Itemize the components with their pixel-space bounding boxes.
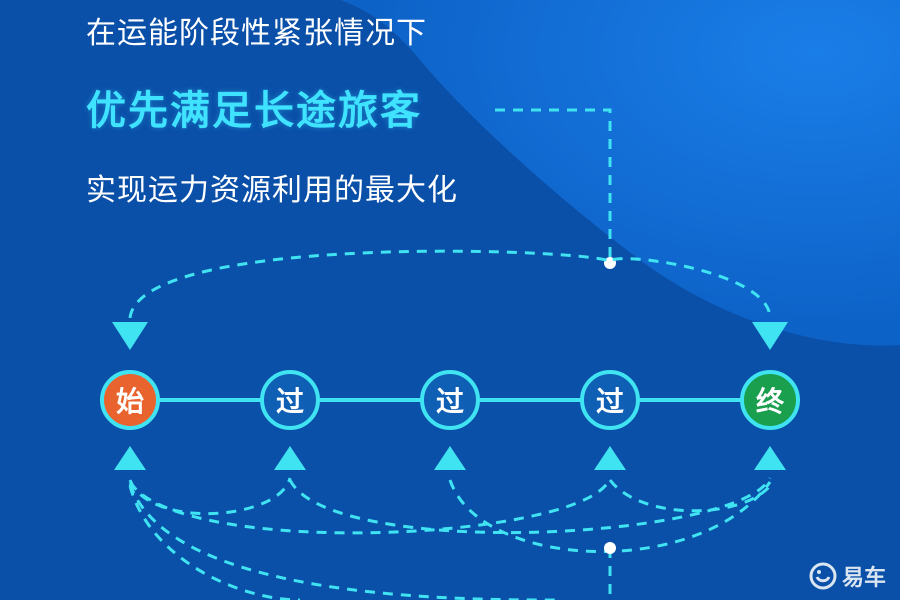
arrow-up-start xyxy=(114,446,146,470)
arrow-up-end xyxy=(754,446,786,470)
station-via-3-label: 过 xyxy=(595,385,624,418)
arrow-down-start xyxy=(112,322,148,350)
station-start-label: 始 xyxy=(115,385,144,418)
station-via-1-label: 过 xyxy=(275,385,304,418)
long-trip-arc xyxy=(128,249,772,319)
watermark-text: 易车 xyxy=(841,566,886,591)
station-via-3: 过 xyxy=(580,370,640,430)
watermark: 易车 xyxy=(808,560,886,592)
station-end-label: 终 xyxy=(755,385,784,418)
light-wave-shape xyxy=(340,0,900,346)
headline-connector xyxy=(495,108,612,262)
station-start: 始 xyxy=(100,370,160,430)
arrow-up-via-1 xyxy=(274,446,306,470)
station-via-2: 过 xyxy=(420,370,480,430)
connector-dot-bottom xyxy=(604,542,616,554)
headline-line-1: 在运能阶段性紧张情况下 xyxy=(86,16,427,51)
yiche-logo-icon xyxy=(809,562,837,590)
arrow-up-via-2 xyxy=(434,446,466,470)
headline-line-3: 实现运力资源利用的最大化 xyxy=(86,173,458,208)
station-via-1: 过 xyxy=(260,370,320,430)
arrow-down-end xyxy=(752,322,788,350)
station-via-2-label: 过 xyxy=(435,385,464,418)
station-end: 终 xyxy=(740,370,800,430)
headline-line-2: 优先满足长途旅客 xyxy=(86,88,422,134)
arrow-up-via-3 xyxy=(594,446,626,470)
